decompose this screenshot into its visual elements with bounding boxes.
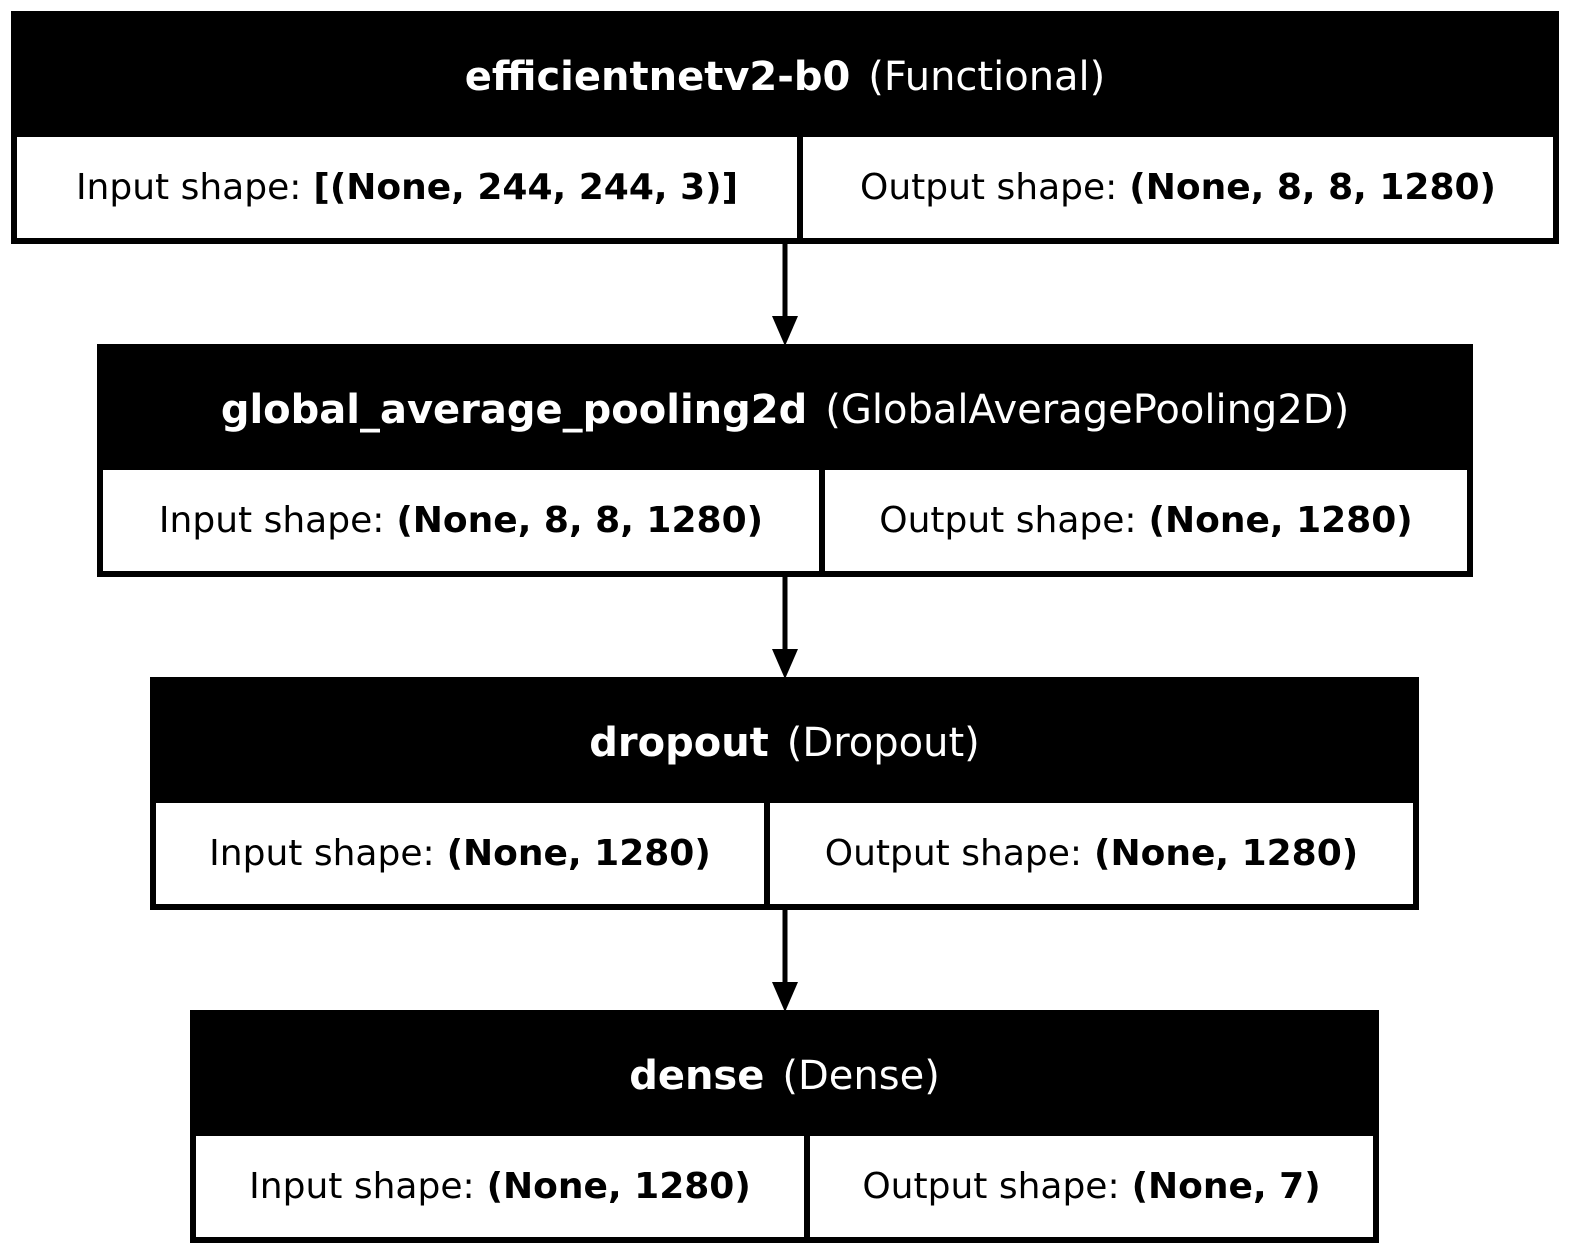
layer-name: dropout — [589, 720, 769, 766]
layer-name: efficientnetv2-b0 — [464, 54, 851, 100]
output-shape-label: Output shape: — [862, 1166, 1120, 1207]
input-shape-value: (None, 1280) — [446, 833, 711, 874]
edge-dropout-to-dense — [772, 909, 798, 1012]
input-shape-cell: Input shape: (None, 1280) — [156, 803, 764, 904]
edge-gap-to-dropout — [772, 576, 798, 679]
input-shape-cell: Input shape: (None, 8, 8, 1280) — [103, 470, 819, 571]
input-shape-cell: Input shape: (None, 1280) — [196, 1136, 804, 1237]
layer-name: global_average_pooling2d — [220, 387, 808, 433]
output-shape-value: (None, 1280) — [1094, 833, 1359, 874]
input-shape-cell: Input shape: [(None, 244, 244, 3)] — [17, 137, 797, 238]
input-shape-label: Input shape: — [158, 500, 385, 541]
layer-name: dense — [629, 1053, 765, 1099]
output-shape-cell: Output shape: (None, 7) — [810, 1136, 1373, 1237]
shape-divider — [797, 137, 803, 238]
input-shape-value: (None, 1280) — [486, 1166, 751, 1207]
output-shape-cell: Output shape: (None, 1280) — [825, 470, 1467, 571]
layer-header: efficientnetv2-b0 (Functional) — [17, 17, 1553, 137]
output-shape-label: Output shape: — [860, 167, 1118, 208]
layer-type: (Dense) — [782, 1053, 940, 1099]
output-shape-value: (None, 8, 8, 1280) — [1129, 167, 1496, 208]
layer-node-dropout: dropout (Dropout) Input shape: (None, 12… — [150, 677, 1419, 910]
output-shape-value: (None, 1280) — [1148, 500, 1413, 541]
shape-row: Input shape: [(None, 244, 244, 3)] Outpu… — [17, 137, 1553, 238]
layer-header: global_average_pooling2d (GlobalAverageP… — [103, 350, 1467, 470]
shape-divider — [764, 803, 770, 904]
output-shape-value: (None, 7) — [1131, 1166, 1321, 1207]
shape-divider — [819, 470, 825, 571]
shape-row: Input shape: (None, 1280) Output shape: … — [156, 803, 1413, 904]
input-shape-label: Input shape: — [75, 167, 302, 208]
layer-header: dense (Dense) — [196, 1016, 1373, 1136]
layer-node-global-average-pooling2d: global_average_pooling2d (GlobalAverageP… — [97, 344, 1473, 577]
shape-row: Input shape: (None, 1280) Output shape: … — [196, 1136, 1373, 1237]
input-shape-value: (None, 8, 8, 1280) — [396, 500, 764, 541]
output-shape-label: Output shape: — [824, 833, 1083, 874]
input-shape-value: [(None, 244, 244, 3)] — [313, 167, 739, 208]
layer-node-efficientnetv2-b0: efficientnetv2-b0 (Functional) Input sha… — [11, 11, 1559, 244]
input-shape-label: Input shape: — [209, 833, 435, 874]
layer-type: (Dropout) — [786, 720, 980, 766]
layer-node-dense: dense (Dense) Input shape: (None, 1280) … — [190, 1010, 1379, 1243]
shape-divider — [804, 1136, 810, 1237]
layer-type: (GlobalAveragePooling2D) — [825, 387, 1350, 433]
output-shape-cell: Output shape: (None, 8, 8, 1280) — [803, 137, 1553, 238]
output-shape-label: Output shape: — [879, 500, 1137, 541]
layer-header: dropout (Dropout) — [156, 683, 1413, 803]
edge-efficientnet-to-gap — [772, 243, 798, 346]
shape-row: Input shape: (None, 8, 8, 1280) Output s… — [103, 470, 1467, 571]
input-shape-label: Input shape: — [249, 1166, 475, 1207]
output-shape-cell: Output shape: (None, 1280) — [770, 803, 1413, 904]
layer-type: (Functional) — [868, 54, 1106, 100]
